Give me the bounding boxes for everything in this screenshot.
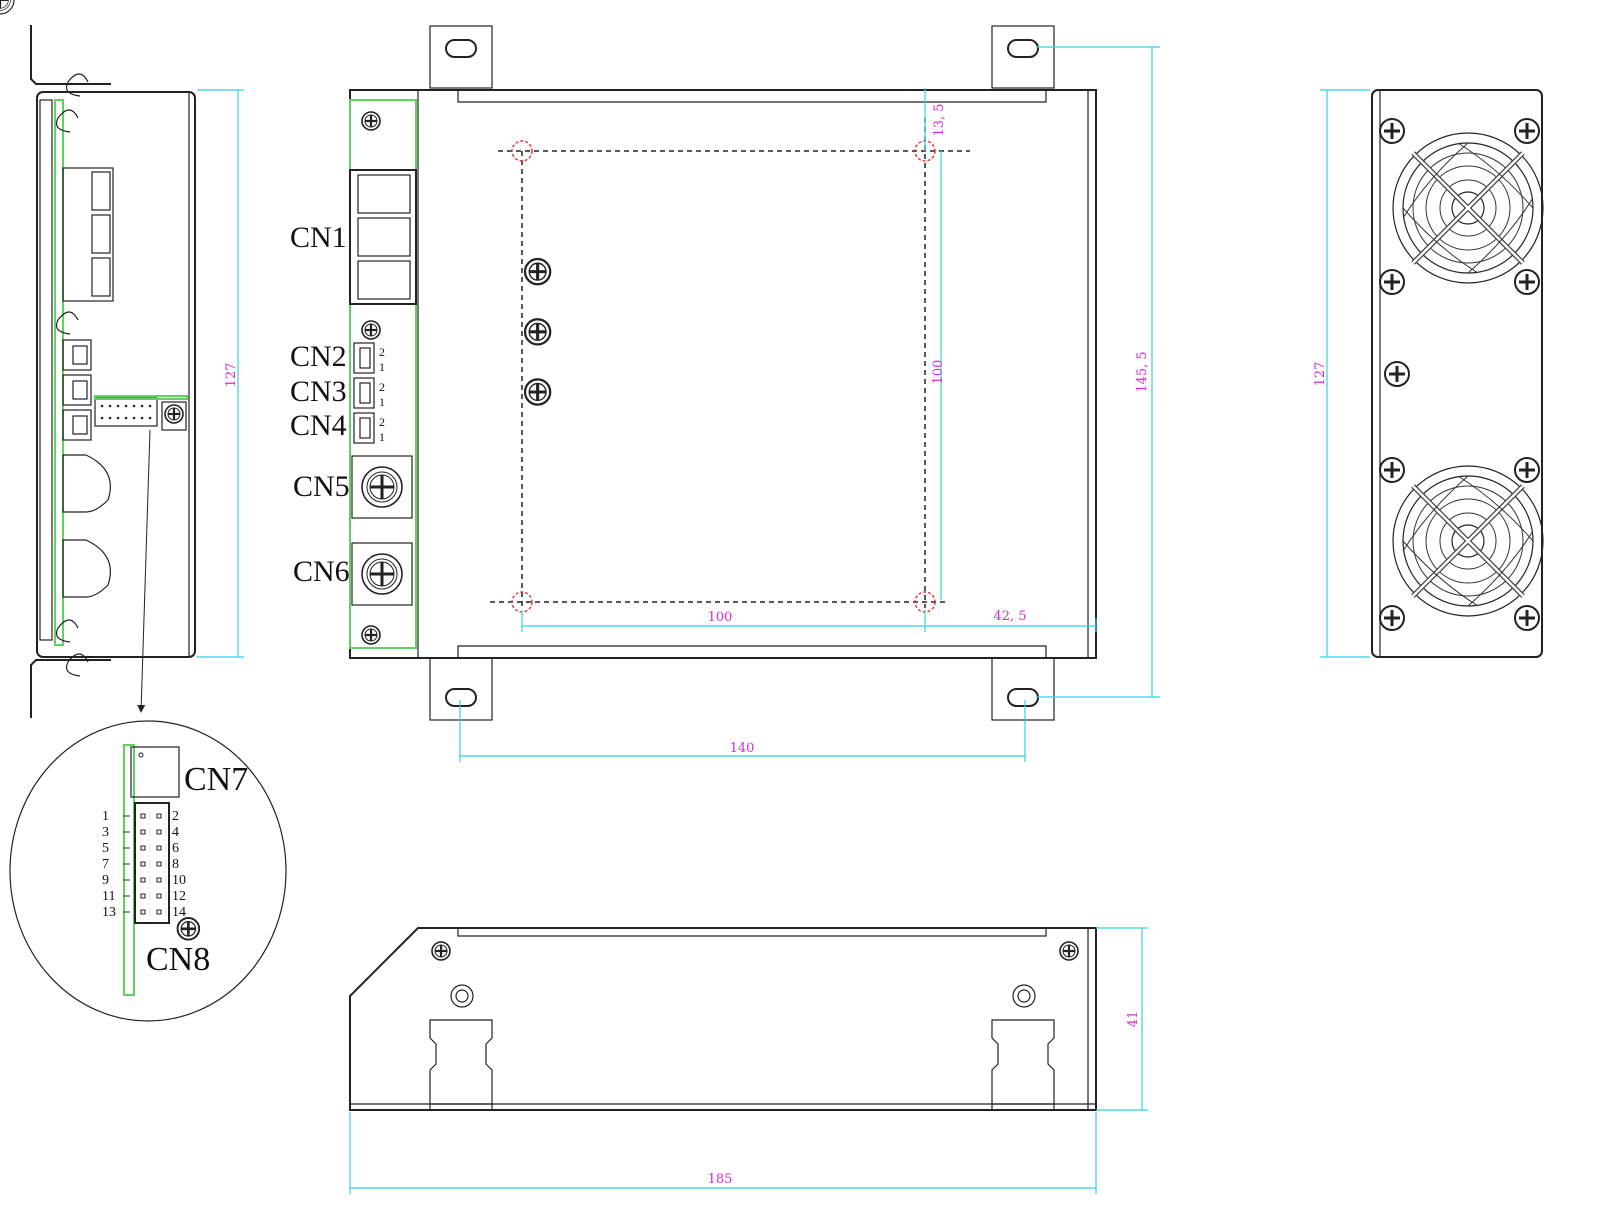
dim-top-view: 13, 5 100 100 42, 5 145, 5 140	[459, 46, 1160, 762]
dim-side-height: 127	[197, 89, 244, 658]
dim-fan-height: 127	[1313, 89, 1370, 658]
label-cn4: CN4	[290, 409, 347, 442]
dim-total-height-label: 145, 5	[1135, 351, 1150, 392]
cn8-pin-5: 5	[102, 841, 109, 856]
dim-bottom-view: 41 185	[349, 927, 1148, 1194]
bottom-view	[0, 0, 1097, 1111]
cn4-pin-1: 1	[379, 430, 385, 444]
cn8-pin-4: 4	[172, 825, 179, 840]
cn8-pin-10: 10	[172, 873, 186, 888]
cn3-pin-2: 2	[379, 380, 385, 394]
cn2-pin-1: 1	[379, 360, 385, 374]
cn8-pin-14: 14	[172, 905, 186, 920]
dim-top-offset-label: 13, 5	[932, 103, 947, 136]
dim-fan-height-label: 127	[1313, 362, 1328, 387]
cn8-pin-2: 2	[172, 809, 179, 824]
cn8-pin-6: 6	[172, 841, 179, 856]
fan-bottom	[1393, 466, 1543, 616]
label-cn6: CN6	[293, 555, 350, 588]
dim-vertical-label: 100	[931, 360, 946, 385]
label-cn2: CN2	[290, 340, 347, 373]
label-cn1: CN1	[290, 221, 347, 254]
cn8-pin-7: 7	[102, 857, 109, 872]
cn8-pin-1: 1	[102, 809, 109, 824]
cn2-pin-2: 2	[379, 345, 385, 359]
label-cn7: CN7	[184, 761, 248, 798]
cn8-pin-8: 8	[172, 857, 179, 872]
side-view	[30, 25, 196, 718]
label-cn8: CN8	[146, 941, 210, 978]
cn8-pin-12: 12	[172, 889, 186, 904]
cn4-pin-2: 2	[379, 415, 385, 429]
cn8-pin-9: 9	[102, 873, 109, 888]
dim-right-offset-label: 42, 5	[993, 609, 1026, 624]
connector-detail: 1 3 5 7 9 11 13 2 4 6 8 10 12 14 CN7 CN8	[9, 720, 287, 1022]
cn8-pin-11: 11	[102, 889, 115, 904]
dim-bottom-height-label: 41	[1126, 1011, 1141, 1028]
dim-side-height-label: 127	[224, 363, 239, 388]
cn8-pin-13: 13	[102, 905, 116, 920]
label-cn5: CN5	[293, 470, 350, 503]
dim-bottom-length-label: 185	[708, 1172, 733, 1187]
dim-horizontal-label: 100	[708, 610, 733, 625]
label-cn3: CN3	[290, 375, 347, 408]
fan-top	[1393, 133, 1543, 283]
dim-foot-spacing-label: 140	[730, 741, 755, 756]
cn8-pin-grid	[140, 813, 162, 915]
cn1-terminal-block	[349, 169, 552, 407]
cn8-pin-3: 3	[102, 825, 109, 840]
cn3-pin-1: 1	[379, 395, 385, 409]
pin-index-dots	[100, 404, 152, 420]
top-view: 2 1 2 1 2 1 CN1 CN2 CN3 CN4 CN5 CN6	[290, 25, 1097, 721]
fan-end-view	[1371, 89, 1543, 658]
